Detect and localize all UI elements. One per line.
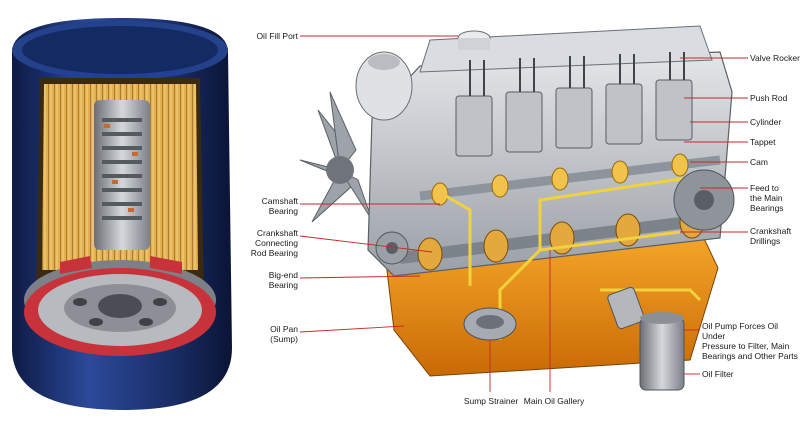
engine-cutaway [299, 25, 735, 391]
label-crankshaft-rod-bearing: Crankshaft Connecting Rod Bearing [250, 228, 298, 258]
label-feed-main-bearings: Feed to the Main Bearings [750, 183, 784, 213]
oil-filter-cutaway [12, 18, 232, 410]
label-camshaft-bearing: Camshaft Bearing [261, 196, 298, 216]
label-sump-strainer: Sump Strainer [463, 396, 519, 406]
label-oil-pan: Oil Pan (Sump) [270, 324, 298, 344]
label-crankshaft-drillings: Crankshaft Drillings [750, 226, 792, 246]
label-big-end-bearing: Big-end Bearing [268, 270, 298, 290]
label-tappet: Tappet [750, 137, 776, 147]
label-cam: Cam [750, 157, 768, 167]
label-oil-fill-port: Oil Fill Port [256, 31, 298, 41]
label-cylinder: Cylinder [750, 117, 782, 127]
label-push-rod: Push Rod [750, 93, 788, 103]
leader-lines [299, 35, 748, 392]
label-valve-rocker: Valve Rocker [750, 53, 800, 63]
label-oil-pump: Oil Pump Forces Oil Under Pressure to Fi… [702, 321, 798, 361]
label-oil-filter: Oil Filter [702, 369, 734, 379]
label-main-oil-gallery: Main Oil Gallery [523, 396, 585, 406]
